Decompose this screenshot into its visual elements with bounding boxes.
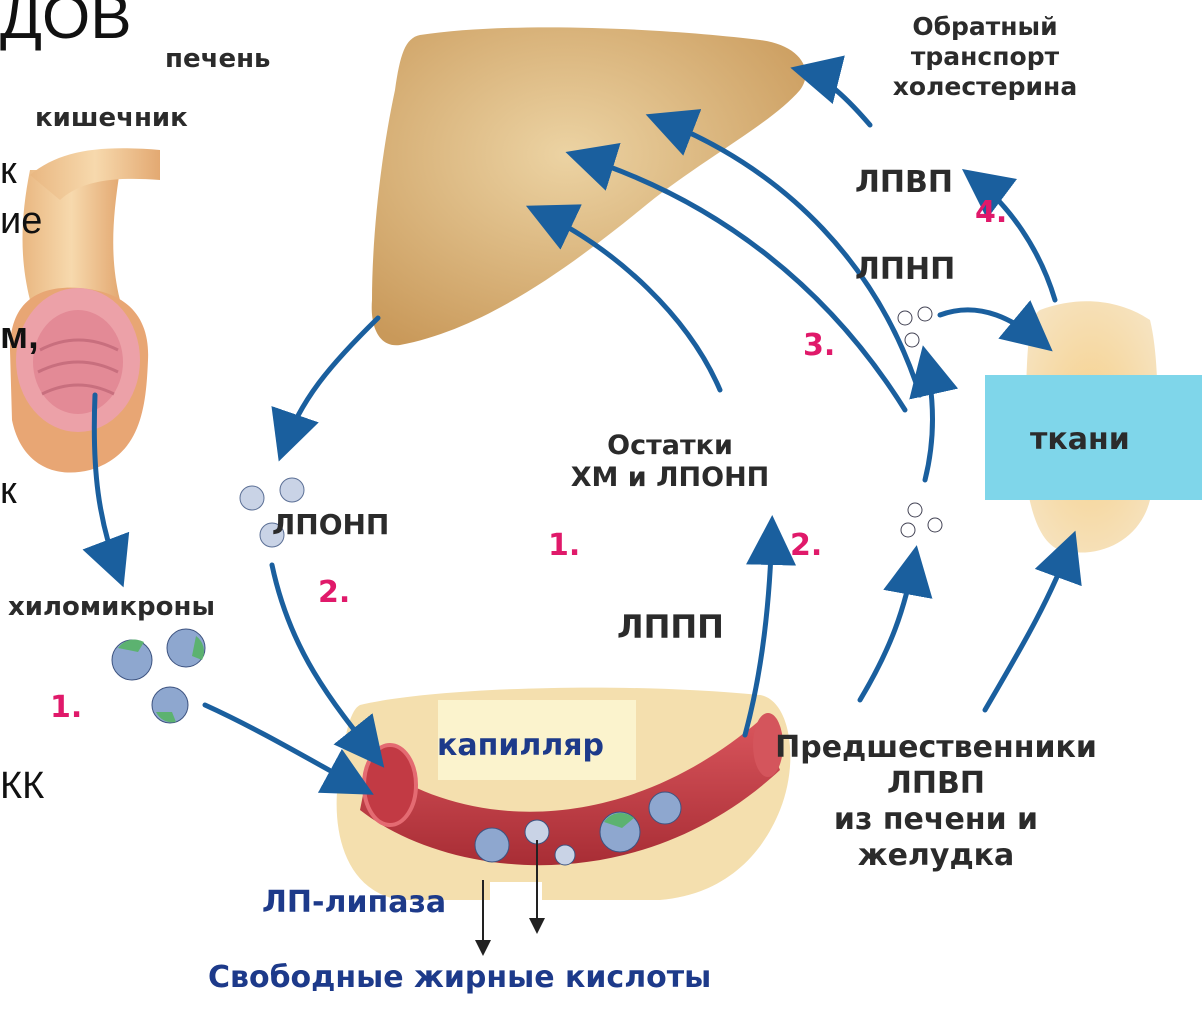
left-fragment-3: м, [0, 315, 39, 358]
header-fragment: ДОВ [0, 0, 132, 53]
hdl-label: ЛПВП [855, 165, 953, 201]
left-fragment-1: к [0, 150, 17, 193]
idl-label: ЛППП [617, 608, 724, 646]
reverse-transport-line-2: транспорт [870, 42, 1100, 72]
remnants-label: Остатки ХМ и ЛПОНП [520, 430, 820, 495]
left-fragment-4: к [0, 470, 17, 513]
step-3: 3. [803, 328, 835, 363]
reverse-transport-label: Обратный транспорт холестерина [870, 12, 1100, 102]
step-1-chylomicrons: 1. [50, 690, 82, 725]
free-fatty-acids-label: Свободные жирные кислоты [208, 960, 711, 996]
intestine-illustration [10, 148, 160, 472]
hdl-particles [901, 503, 942, 537]
hdl-precursors-label: Предшественники ЛПВП из печени и желудка [740, 730, 1132, 874]
left-fragment-5: КК [0, 765, 44, 808]
chylomicrons-label: хиломикроны [8, 592, 215, 623]
hdl-precursors-line-1: Предшественники [740, 730, 1132, 766]
step-2-center: 2. [790, 528, 822, 563]
step-1-center: 1. [548, 528, 580, 563]
step-2-vldl: 2. [318, 575, 350, 610]
ldl-particles [898, 307, 932, 347]
hdl-precursors-line-3: из печени и [740, 802, 1132, 838]
remnants-line-1: Остатки [520, 430, 820, 462]
lp-lipase-label: ЛП-липаза [262, 885, 446, 921]
hdl-precursors-line-2: ЛПВП [740, 766, 1132, 802]
ldl-label: ЛПНП [855, 252, 955, 288]
left-fragment-2: ие [0, 200, 42, 243]
reverse-transport-line-1: Обратный [870, 12, 1100, 42]
tissues-label: ткани [1030, 422, 1130, 458]
hdl-precursors-line-4: желудка [740, 838, 1132, 874]
remnants-line-2: ХМ и ЛПОНП [520, 462, 820, 494]
liver-label: печень [165, 44, 271, 75]
intestine-label: кишечник [35, 103, 188, 134]
step-4: 4. [975, 195, 1007, 230]
vldl-label: ЛПОНП [272, 508, 389, 542]
reverse-transport-line-3: холестерина [870, 72, 1100, 102]
chylomicron-particles [112, 629, 205, 723]
capillary-label: капилляр [437, 728, 604, 764]
liver-illustration [372, 27, 806, 345]
